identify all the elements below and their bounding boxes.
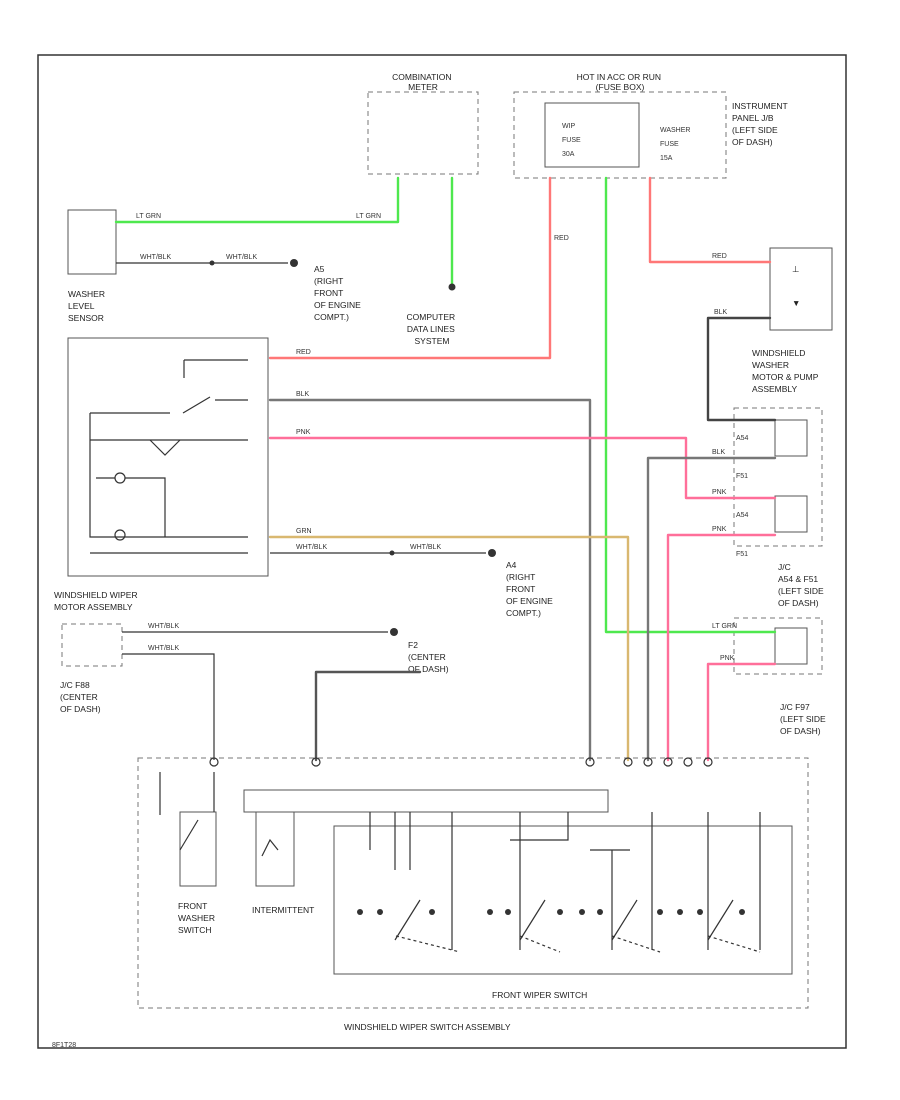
wire-label-a54-1: A54 — [736, 435, 749, 442]
ground-a5-label: A5 (RIGHT FRONT OF ENGINE COMPT.) — [314, 264, 363, 322]
wire-label-blk-1: BLK — [296, 391, 310, 398]
jc-f97-box — [733, 617, 823, 675]
wire-label-lt-grn-2: LT GRN — [356, 213, 381, 220]
wire-label-red-1: RED — [296, 349, 311, 356]
wire-label-pnk-3: PNK — [712, 526, 727, 533]
wire-pnk-jc-switch — [666, 533, 777, 762]
washer-fuse-label: WASHER FUSE 15A — [660, 127, 692, 162]
wire-label-wht-blk-6: WHT/BLK — [148, 645, 179, 652]
data-lines-terminal — [448, 283, 456, 291]
jc-a54-top — [774, 419, 808, 457]
wire-grn-wiper-motor — [268, 535, 630, 762]
wire-label-blk-2: BLK — [714, 309, 728, 316]
wire-label-wht-blk-3: WHT/BLK — [296, 544, 327, 551]
jc-a54-box — [733, 407, 823, 547]
wire-blk-wiper-motor — [268, 398, 592, 762]
front-wiper-switch-label: FRONT WIPER SWITCH — [492, 990, 587, 1000]
wire-red-washer-fuse — [648, 176, 772, 264]
wire-label-wht-blk-1: WHT/BLK — [140, 254, 171, 261]
combination-meter-label: COMBINATION METER — [392, 72, 454, 92]
ground-a4-label: A4 (RIGHT FRONT OF ENGINE COMPT.) — [506, 560, 555, 618]
jc-a54-bottom — [774, 495, 808, 533]
footer-code: 8F1T28 — [52, 1042, 76, 1049]
wire-label-red-2: RED — [554, 235, 569, 242]
wire-label-wht-blk-4: WHT/BLK — [410, 544, 441, 551]
wire-label-group: LT GRN LT GRN WHT/BLK WHT/BLK RED BLK PN… — [136, 213, 749, 662]
instrument-panel-jb-label: INSTRUMENT PANEL J/B (LEFT SIDE OF DASH) — [732, 101, 790, 147]
fuse-box-label: HOT IN ACC OR RUN (FUSE BOX) — [577, 72, 664, 92]
wire-pnk-jc-f97 — [706, 662, 777, 762]
diagram-frame — [37, 54, 847, 1049]
wiper-motor-label: WINDSHIELD WIPER MOTOR ASSEMBLY — [54, 590, 140, 612]
jc-a54-label: J/C A54 & F51 (LEFT SIDE OF DASH) — [778, 562, 826, 608]
wire-lt-grn-fuse — [604, 176, 777, 634]
wire-label-lt-grn-1: LT GRN — [136, 213, 161, 220]
wiper-switch-assembly-box — [137, 757, 809, 1009]
intermittent-label: INTERMITTENT — [252, 905, 314, 915]
wire-label-lt-grn-3: LT GRN — [712, 623, 737, 630]
jc-f97-label: J/C F97 (LEFT SIDE OF DASH) — [780, 702, 828, 736]
wire-label-wht-blk-5: WHT/BLK — [148, 623, 179, 630]
front-washer-switch-contacts — [159, 772, 215, 851]
washer-level-sensor-box — [67, 209, 117, 275]
wire-label-red-3: RED — [712, 253, 727, 260]
jc-f88-box — [61, 623, 123, 667]
combination-meter-box — [367, 91, 479, 175]
fuse-box-inner — [544, 102, 640, 168]
wire-lt-grn-sensor-meter — [114, 176, 400, 224]
wire-wht-blk-f88-switch — [122, 653, 215, 760]
wire-pnk-wiper-motor — [268, 436, 777, 500]
jc-f88-label: J/C F88 (CENTER OF DASH) — [60, 680, 101, 714]
wire-blk-washer-motor — [706, 316, 777, 422]
wire-blk-jc — [646, 456, 777, 762]
switch-connectors — [209, 757, 713, 767]
ground-f2-symbol — [390, 628, 398, 636]
wire-label-pnk-2: PNK — [712, 489, 727, 496]
wiper-switch-contacts — [357, 812, 761, 953]
wire-label-pnk-4: PNK — [720, 655, 735, 662]
wiper-switch-assembly-label: WINDSHIELD WIPER SWITCH ASSEMBLY — [344, 1022, 511, 1032]
wire-label-a54-2: A54 — [736, 512, 749, 519]
front-washer-switch-box — [179, 811, 217, 887]
washer-motor-label: WINDSHIELD WASHER MOTOR & PUMP ASSEMBLY — [752, 348, 821, 394]
computer-data-lines-label: COMPUTER DATA LINES SYSTEM — [406, 312, 457, 346]
wire-label-pnk-1: PNK — [296, 429, 311, 436]
wip-fuse-label: WIP FUSE 30A — [562, 123, 583, 158]
front-washer-switch-label: FRONT WASHER SWITCH — [178, 901, 217, 935]
front-wiper-switch-box — [333, 825, 793, 975]
wire-label-wht-blk-2: WHT/BLK — [226, 254, 257, 261]
ground-a4-symbol — [488, 549, 496, 557]
ground-f2-label: F2 (CENTER OF DASH) — [408, 640, 449, 674]
switch-bus-bar — [243, 789, 609, 813]
fuse-box — [513, 91, 727, 179]
washer-motor-pump-symbol: ▼ — [792, 298, 800, 308]
intermittent-symbol — [261, 838, 279, 857]
jc-f97-inner — [774, 627, 808, 665]
wire-label-blk-3: BLK — [712, 449, 726, 456]
intermittent-box — [255, 811, 295, 887]
washer-level-sensor-label: WASHER LEVEL SENSOR — [68, 289, 107, 323]
ground-a5-symbol — [290, 259, 298, 267]
wire-label-f51-1: F51 — [736, 473, 748, 480]
wire-label-grn-1: GRN — [296, 528, 312, 535]
washer-motor-symbol: ⊥ — [792, 264, 800, 274]
wire-label-f51-2: F51 — [736, 551, 748, 558]
washer-motor-box — [769, 247, 833, 331]
wire-blk-switch-f2 — [314, 670, 422, 762]
wiper-motor-internal — [89, 359, 248, 554]
wiper-motor-box — [67, 337, 269, 577]
wire-red-wip-fuse — [268, 176, 552, 360]
